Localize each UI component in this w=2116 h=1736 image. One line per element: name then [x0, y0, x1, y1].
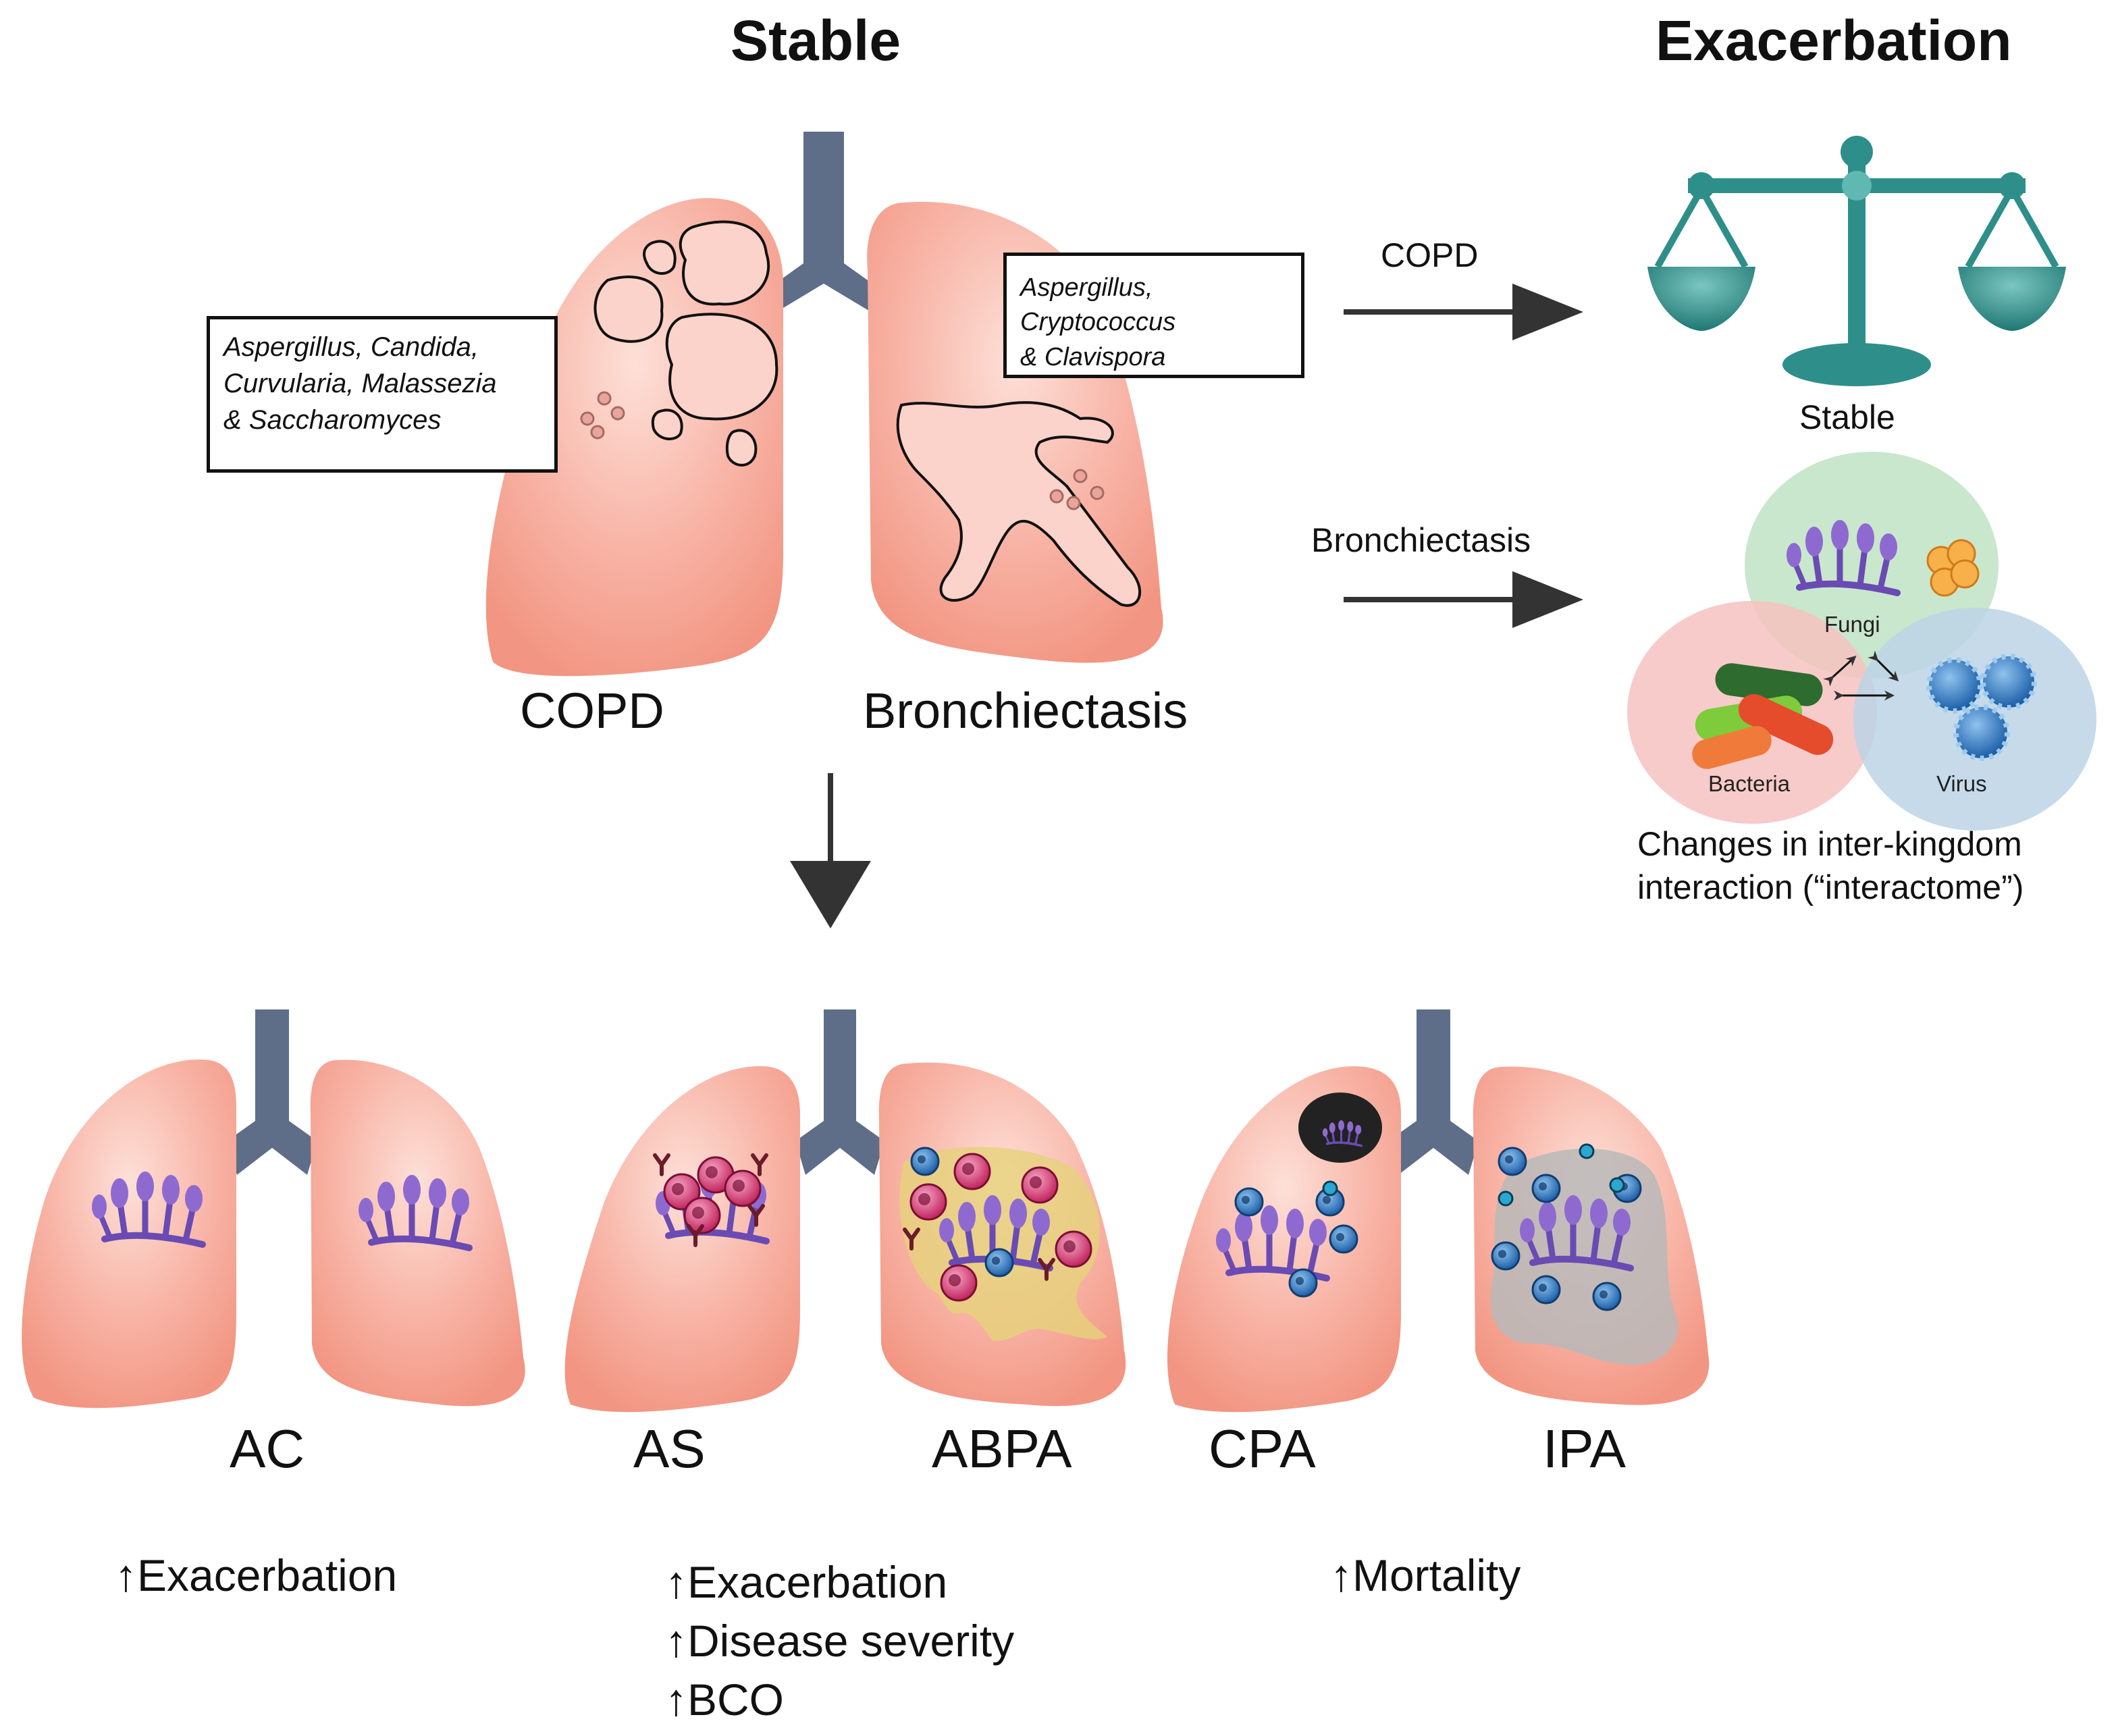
- as-label: AS: [633, 1419, 706, 1479]
- copd-arrow-label: COPD: [1381, 236, 1479, 274]
- balance-caption: Stable: [1799, 398, 1895, 436]
- bronchiectasis-label: Bronchiectasis: [863, 683, 1188, 739]
- as-abpa-outcome-2: ↑Disease severity: [665, 1616, 1015, 1666]
- cpa-ipa-outcome-1: ↑Mortality: [1330, 1550, 1521, 1600]
- lung-pair-as-abpa: [564, 1009, 1126, 1413]
- interactome-caption-line-1: Changes in inter-kingdom: [1637, 825, 2022, 863]
- ac-label: AC: [230, 1419, 305, 1479]
- copd-fungi-line-1: Aspergillus, Candida,: [223, 332, 479, 362]
- bronchiectasis-arrow: [1344, 571, 1583, 628]
- venn-virus-label: Virus: [1936, 771, 1987, 796]
- copd-fungi-box: Aspergillus, Candida, Curvularia, Malass…: [207, 316, 558, 473]
- bronchiectasis-fungi-line-1: Aspergillus, Cryptococcus: [1020, 273, 1176, 337]
- venn-fungi-label: Fungi: [1824, 612, 1880, 637]
- balance-scale-icon: [1647, 136, 2066, 386]
- as-abpa-outcome-1: ↑Exacerbation: [665, 1557, 948, 1607]
- stable-heading: Stable: [731, 9, 901, 72]
- interactome-venn: [1627, 452, 2096, 831]
- ac-outcomes: ↑Exacerbation: [115, 1546, 397, 1605]
- copd-arrow: [1344, 284, 1583, 340]
- bronchiectasis-arrow-label: Bronchiectasis: [1311, 521, 1531, 559]
- copd-fungi-line-2: Curvularia, Malassezia: [223, 369, 497, 398]
- abpa-label: ABPA: [932, 1419, 1072, 1479]
- cpa-ipa-outcomes: ↑Mortality: [1330, 1546, 1520, 1605]
- lung-pair-ac: [22, 1009, 525, 1409]
- exacerbation-heading: Exacerbation: [1656, 9, 2012, 72]
- lung-pair-cpa-ipa: [1167, 1009, 1710, 1413]
- interactome-caption: Changes in inter-kingdom interaction (“i…: [1637, 822, 2024, 909]
- top-trachea: [756, 132, 891, 316]
- ipa-label: IPA: [1543, 1419, 1626, 1479]
- copd-fungi-line-3: & Saccharomyces: [223, 405, 442, 435]
- ac-outcome-1: ↑Exacerbation: [115, 1550, 398, 1600]
- top-lungs: [485, 132, 1163, 677]
- cpa-label: CPA: [1209, 1419, 1316, 1479]
- venn-bacteria-label: Bacteria: [1708, 771, 1791, 796]
- bronchiectasis-fungi-line-2: & Clavispora: [1020, 342, 1166, 371]
- bronchiectasis-fungi-box: Aspergillus, Cryptococcus & Clavispora: [1003, 253, 1304, 378]
- as-abpa-outcomes: ↑Exacerbation ↑Disease severity ↑BCO: [665, 1553, 1014, 1729]
- interactome-caption-line-2: interaction (“interactome”): [1637, 868, 2024, 906]
- as-abpa-outcome-3: ↑BCO: [665, 1675, 785, 1725]
- copd-label: COPD: [520, 683, 664, 739]
- down-arrow: [790, 773, 871, 928]
